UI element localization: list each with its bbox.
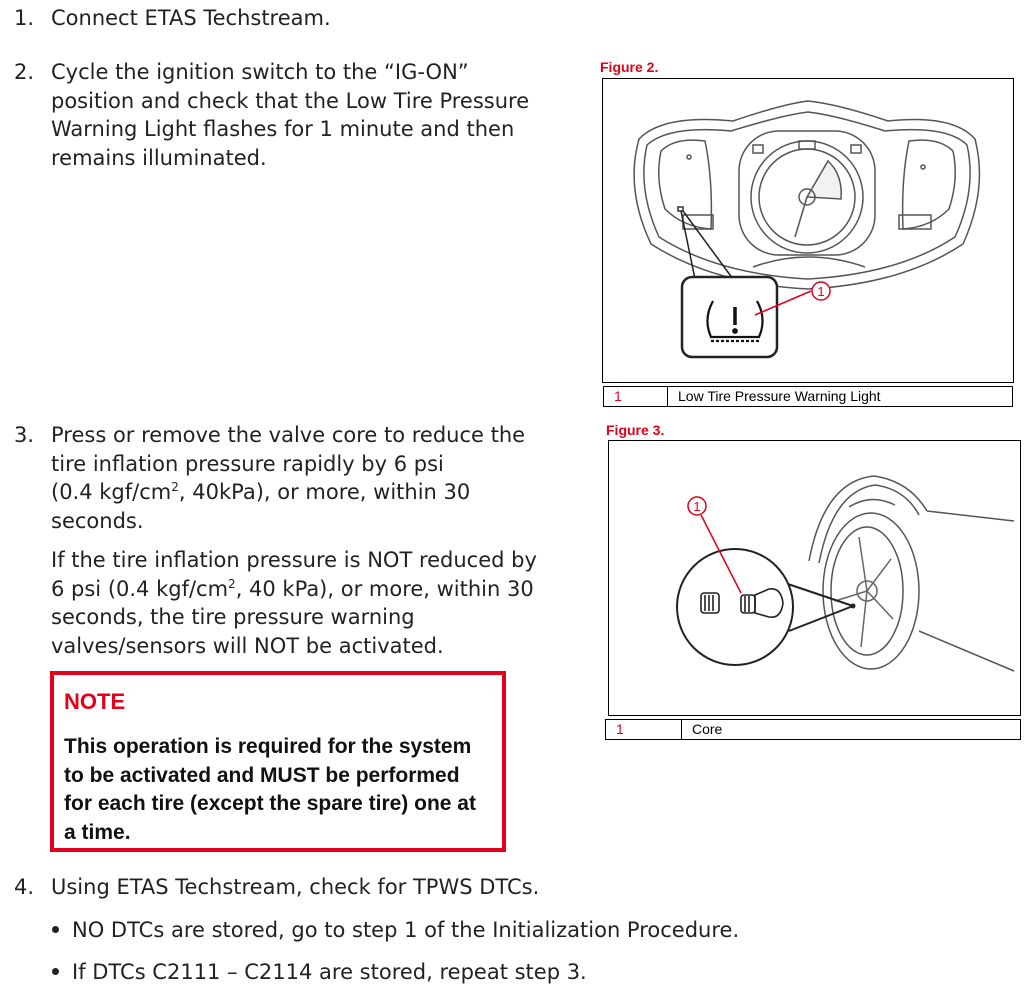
valve-core-icon <box>700 587 784 619</box>
step-line: position and check that the Low Tire Pre… <box>51 88 530 113</box>
step-number: 1. <box>14 6 35 30</box>
figure-2-box: 1 <box>602 78 1014 383</box>
superscript: 2 <box>228 576 236 591</box>
step-line: (0.4 kgf/cm2, 40kPa), or more, within 30 <box>51 478 537 507</box>
step-line: remains illuminated. <box>51 145 267 170</box>
callout-circle <box>811 281 831 301</box>
step-line: Press or remove the valve core to reduce… <box>51 423 526 447</box>
step-text: Cycle the ignition switch to the “IG-ON”… <box>51 58 529 172</box>
figure-3-caption: 1 Core <box>605 719 1021 740</box>
bullet-dot-icon <box>52 967 59 975</box>
caption-number: 1 <box>604 387 668 406</box>
caption-number: 1 <box>606 720 682 739</box>
step-line: seconds, the tire pressure warning <box>51 605 415 629</box>
step-text: Press or remove the valve core to reduce… <box>51 421 537 660</box>
figure-2-label: Figure 2. <box>600 59 659 75</box>
valve-core-illustration: 1 <box>676 475 1015 672</box>
note-line: a time. <box>64 820 131 844</box>
step-line: Warning Light flashes for 1 minute and t… <box>51 117 515 141</box>
text-fragment: , 40 kPa), or more, within 30 <box>235 576 534 601</box>
bullet-text: If DTCs C2111 – C2114 are stored, repeat… <box>72 960 587 984</box>
step-number: 4. <box>14 875 35 899</box>
step-line: valves/sensors will NOT be activated. <box>51 633 444 658</box>
step-number: 2. <box>14 60 35 84</box>
step-text: Using ETAS Techstream, check for TPWS DT… <box>51 875 540 899</box>
note-line: for each tire (except the spare tire) on… <box>64 792 476 815</box>
bullet-text: NO DTCs are stored, go to step 1 of the … <box>72 918 740 942</box>
text-fragment: 6 psi (0.4 kgf/cm <box>51 576 229 601</box>
step-paragraph: If the tire inflation pressure is NOT re… <box>51 546 537 660</box>
text-fragment: , 40kPa), or more, within 30 <box>178 480 471 504</box>
step-line: Cycle the ignition switch to the “IG-ON” <box>51 60 469 84</box>
note-box: NOTE This operation is required for the … <box>50 671 506 852</box>
caption-text: Low Tire Pressure Warning Light <box>678 388 881 404</box>
step-line: 6 psi (0.4 kgf/cm2, 40 kPa), or more, wi… <box>51 575 537 604</box>
bullet-dot-icon <box>52 925 59 933</box>
note-line: This operation is required for the syste… <box>64 735 472 758</box>
instrument-cluster-illustration: 1 <box>633 100 981 359</box>
bullet-item: NO DTCs are stored, go to step 1 of the … <box>52 916 739 944</box>
callout-number: 1 <box>693 499 700 514</box>
caption-text: Core <box>692 721 723 737</box>
bullet-item: If DTCs C2111 – C2114 are stored, repeat… <box>52 958 587 986</box>
step-paragraph: Press or remove the valve core to reduce… <box>51 421 537 535</box>
note-text: This operation is required for the syste… <box>64 733 492 847</box>
step-line: tire inflation pressure rapidly by 6 psi <box>51 451 444 476</box>
callout-circle <box>687 496 707 516</box>
step-line: If the tire inflation pressure is NOT re… <box>51 548 537 572</box>
superscript: 2 <box>171 480 179 494</box>
note-title: NOTE <box>64 689 126 714</box>
note-line: to be activated and MUST be performed <box>64 763 460 787</box>
figure-3-box: 1 <box>608 440 1021 716</box>
figure-2-caption: 1 Low Tire Pressure Warning Light <box>603 386 1013 407</box>
text-fragment: (0.4 kgf/cm <box>51 480 172 504</box>
step-text: Connect ETAS Techstream. <box>51 6 331 30</box>
step-number: 3. <box>14 423 35 447</box>
callout-number: 1 <box>817 284 824 299</box>
step-line: seconds. <box>51 508 144 533</box>
figure-3-label: Figure 3. <box>606 422 665 438</box>
